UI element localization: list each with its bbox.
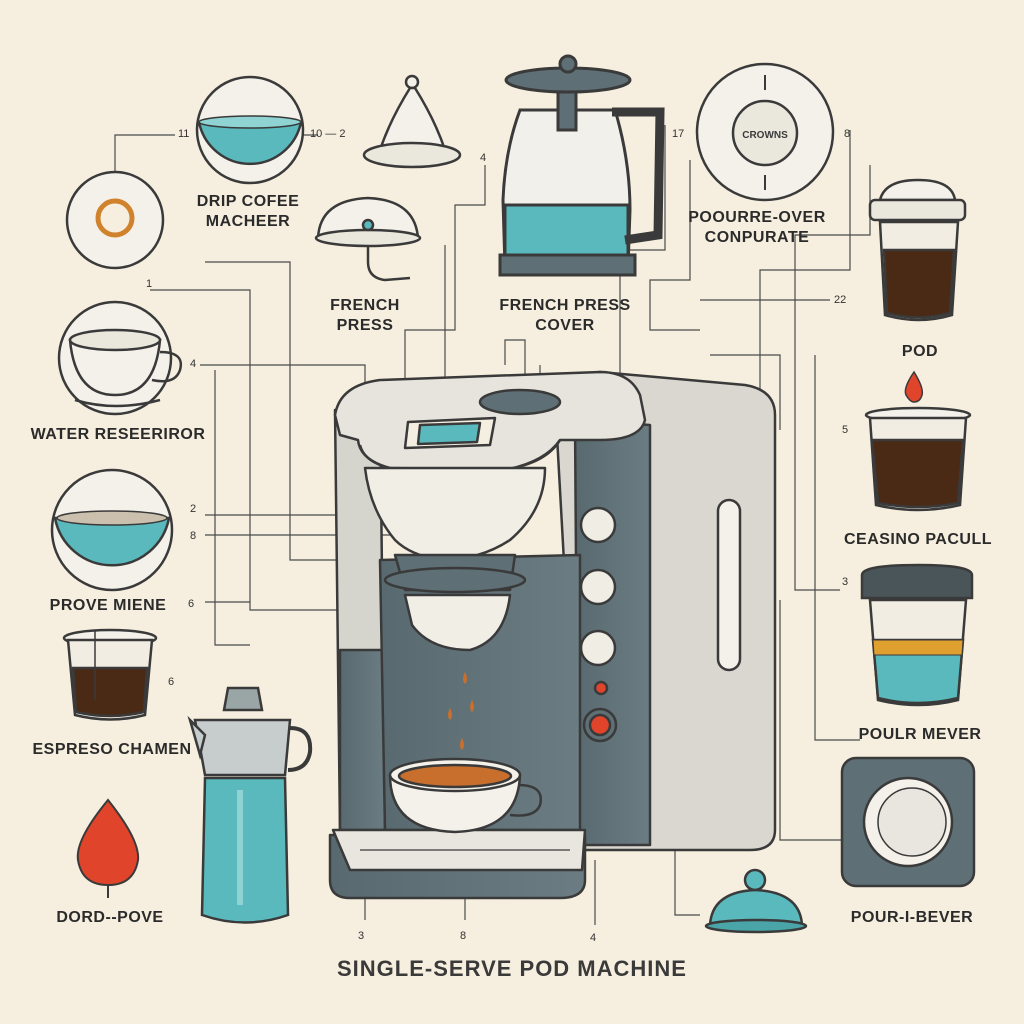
- label-pour-over-comparate: POOURRE-OVER CONPURATE: [688, 209, 826, 246]
- water-bowl-icon: [195, 75, 305, 185]
- tea-cup-icon: [57, 300, 183, 416]
- callout-number: 8: [844, 128, 851, 140]
- callout-number: 22: [834, 294, 847, 306]
- label-pour-i-bever: POUR-I-BEVER: [850, 909, 974, 926]
- label-prove-mene: PROVE MIENE: [49, 597, 167, 614]
- callout-number: 6: [188, 598, 195, 610]
- pod-cup-icon: [868, 178, 967, 322]
- kettle-icon: [498, 54, 665, 277]
- callout-number: 2: [190, 503, 197, 515]
- dial-icon: CROWNS: [695, 62, 835, 202]
- dial-label: CROWNS: [742, 130, 788, 141]
- callout-number: 8: [460, 930, 467, 942]
- callout-number: 1: [146, 278, 153, 290]
- label-drip-coffee-machine: DRIP COFEE MACHEER: [196, 193, 300, 230]
- callout-number: 4: [480, 152, 487, 164]
- bowl-with-beans-icon: [50, 468, 174, 592]
- label-french-press: FRENCH PRESS: [330, 297, 400, 334]
- glass-espresso-icon: [864, 406, 972, 512]
- dome-icon: [314, 196, 422, 282]
- label-pod: POD: [901, 343, 939, 360]
- callout-number: 5: [842, 424, 849, 436]
- disc-icon: [65, 170, 165, 270]
- label-espresso-chamber: ESPRESO CHAMEN: [32, 741, 192, 758]
- dial-box-icon: [840, 756, 976, 888]
- diagram-title: SINGLE-SERVE POD MACHINE: [337, 956, 687, 981]
- callout-number: 6: [168, 676, 175, 688]
- moka-pot-icon: [187, 686, 313, 924]
- pod-machine: [328, 370, 777, 900]
- lid-icon: [704, 868, 808, 934]
- callout-number: 4: [190, 358, 197, 370]
- small-drop-icon: [904, 370, 924, 403]
- callout-number: 11: [178, 128, 190, 140]
- callout-lines: [114, 125, 871, 925]
- callout-number: 3: [842, 576, 849, 588]
- callout-number: 3: [358, 930, 365, 942]
- glass-of-coffee-icon: [62, 628, 158, 721]
- callout-number: 4: [590, 932, 597, 944]
- label-water-reservoir: WATER RESEERIROR: [30, 426, 206, 443]
- red-drop-icon: [76, 798, 140, 898]
- callout-number: 8: [190, 530, 197, 542]
- label-pour-mever: POULR MEVER: [858, 726, 982, 743]
- label-dord-pove: DORD--POVE: [56, 909, 164, 926]
- travel-mug-icon: [860, 563, 974, 707]
- label-ceasino-pacull: CEASINO PACULL: [843, 531, 993, 548]
- coffee-drips: [448, 672, 474, 750]
- label-french-press-cover: FRENCH PRESS COVER: [499, 297, 631, 334]
- callout-number: 17: [672, 128, 685, 140]
- callout-number: 10 — 2: [310, 128, 346, 140]
- bell-cover-icon: [362, 74, 462, 169]
